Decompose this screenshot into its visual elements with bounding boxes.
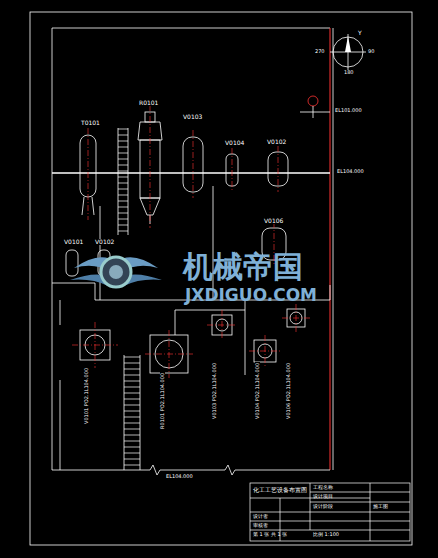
elevation-mark: EL101.000 (334, 108, 363, 113)
equipment-tag: V0101 (63, 239, 84, 245)
plan-callout: R0101 PO2.1L104.000 (160, 372, 165, 430)
elevation-mark: EL104.000 (165, 474, 194, 479)
title-cell: 化工工艺设备布置图 (253, 487, 307, 493)
equipment-tag: V0102 (266, 139, 287, 145)
plan-callout: V0103 PO2.1L104.000 (212, 362, 217, 420)
title-cell: 第 1 张 共 1 张 (253, 532, 287, 537)
plan-callout: V0104 PO2.1L104.000 (255, 362, 260, 420)
equipment-tag: R0101 (138, 100, 159, 106)
title-cell: 工程名称 (313, 485, 333, 490)
plan-callout: V0106 PO2.1L104.000 (286, 362, 291, 420)
equipment-tag: T0101 (80, 120, 101, 126)
equipment-tag: V0102 (94, 239, 115, 245)
title-cell: 比例 1:100 (313, 532, 339, 537)
title-cell: 设计项目 (313, 494, 333, 499)
elevation-mark: EL104.000 (336, 169, 365, 174)
title-cell: 施工图 (373, 504, 388, 509)
watermark-logo (70, 257, 162, 287)
title-cell: 审核者 (253, 523, 268, 528)
watermark: 机械帝国 (183, 252, 303, 282)
compass-mark: 90 (368, 49, 374, 54)
compass-mark: 180 (344, 70, 354, 75)
title-cell: 设计阶段 (313, 504, 333, 509)
equipment-tag: V0103 (182, 114, 203, 120)
equipment-tag: V0104 (224, 140, 245, 146)
title-cell: 设计者 (253, 514, 268, 519)
compass-mark: Y (358, 30, 362, 36)
equipment-tag: V0106 (263, 218, 284, 224)
plan-callout: V0101 PO2.1L104.000 (84, 367, 89, 425)
compass-mark: 270 (315, 49, 325, 54)
watermark: JXDIGUO.COM (185, 287, 317, 304)
